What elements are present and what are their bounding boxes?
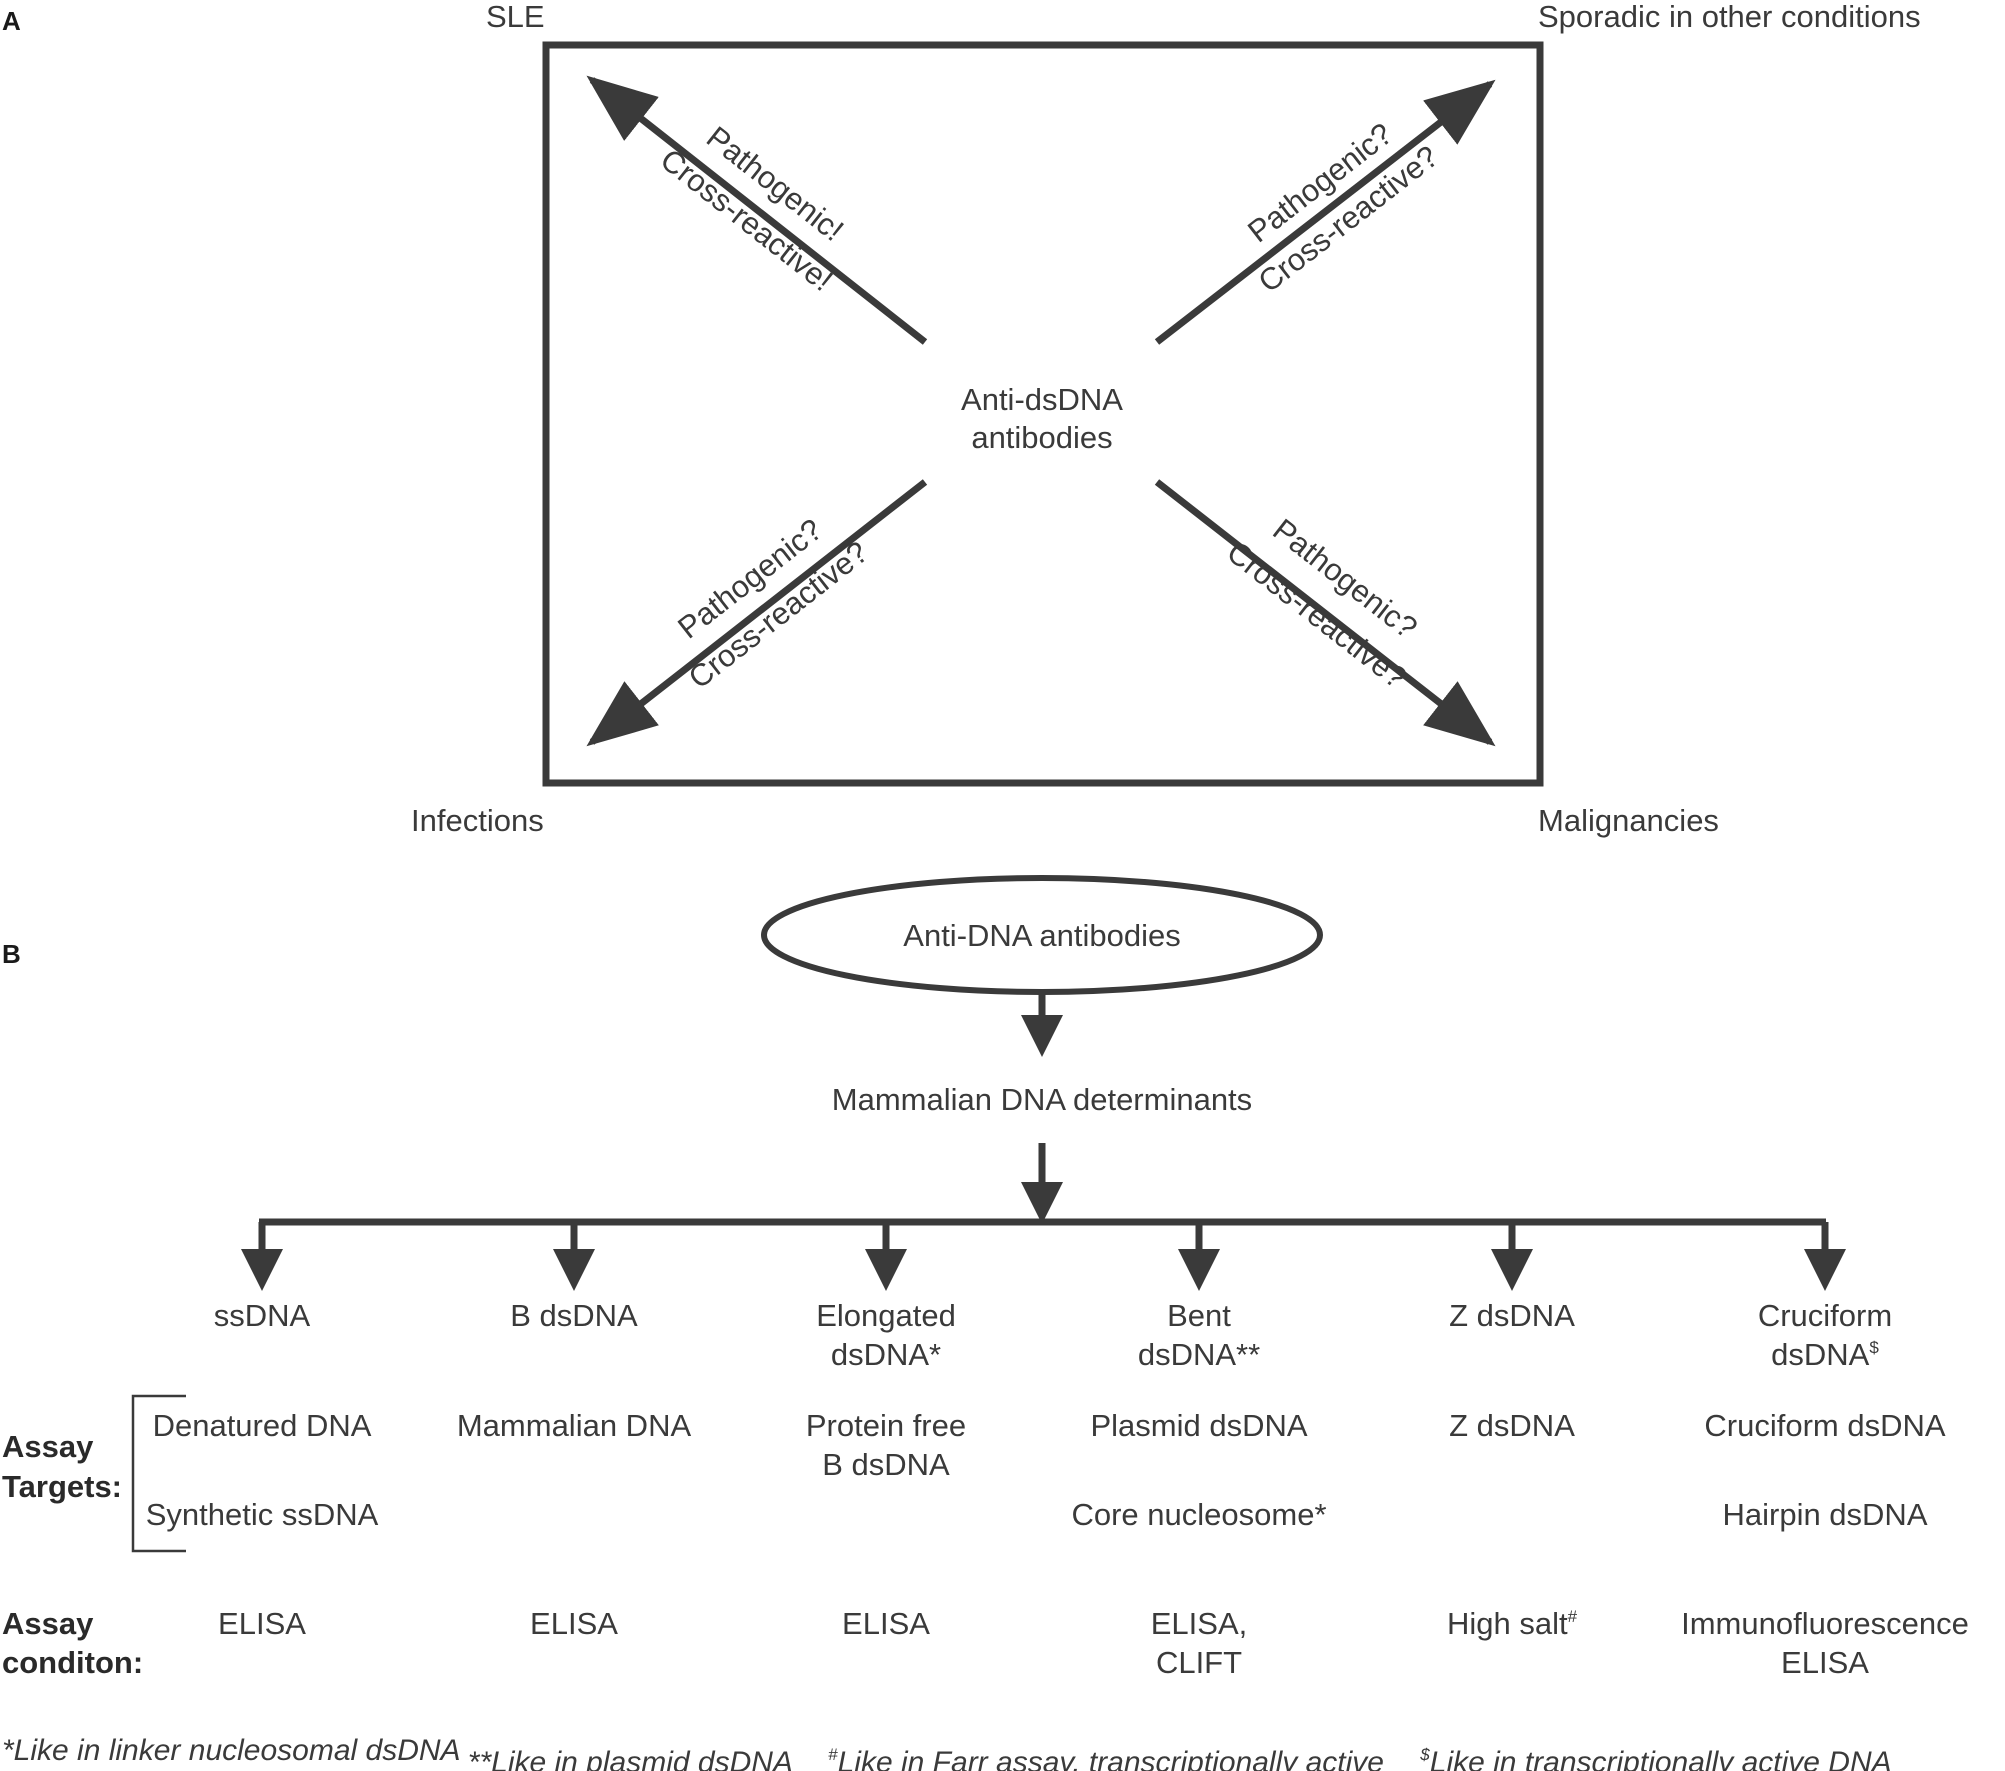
footnotes: *Like in linker nucleosomal dsDNA **Like… [2,1734,1892,1771]
target-primary-ssdna-text: Denatured DNA [153,1408,372,1443]
target-primary-ssdna: Denatured DNA [153,1408,372,1443]
column-title-ssdna: ssDNA [214,1298,311,1333]
footnote-1: *Like in linker nucleosomal dsDNA [2,1734,460,1767]
target-secondary-cruciform-dsdna-text: Hairpin dsDNA [1722,1497,1927,1532]
condition-cruciform-dsdna: Immunofluorescence [1681,1606,1969,1641]
assay-targets-label-line1: Assay [2,1429,94,1464]
column-title-ssdna-text: ssDNA [214,1298,311,1333]
condition-elongated-dsdna: ELISA [842,1606,930,1641]
target-primary-elongated-dsdna-text: Protein free [806,1408,966,1443]
condition2-cruciform-dsdna: ELISA [1781,1645,1869,1680]
column-title-b-dsdna: B dsDNA [510,1298,638,1333]
condition-z-dsdna-sup: # [1568,1607,1578,1626]
condition-b-dsdna-text: ELISA [530,1606,618,1641]
target-primary-z-dsdna-text: Z dsDNA [1449,1408,1575,1443]
column-title2-elongated-dsdna-text: dsDNA* [831,1337,941,1372]
column-title2-bent-dsdna-text: dsDNA** [1138,1337,1260,1372]
condition2-cruciform-dsdna-text: ELISA [1781,1645,1869,1680]
condition-ssdna: ELISA [218,1606,306,1641]
target-primary-b-dsdna-text: Mammalian DNA [457,1408,692,1443]
target-primary-z-dsdna: Z dsDNA [1449,1408,1575,1443]
panel-a-frame [542,41,1544,787]
target-secondary-bent-dsdna: Core nucleosome* [1071,1497,1326,1532]
arrow-label-sle: Pathogenic! Cross-reactive! [654,119,850,298]
root-label: Anti-DNA antibodies [903,918,1180,953]
arrow-to-malignancies [1154,479,1496,747]
assay-targets-label-line2: Targets: [2,1469,122,1504]
condition-bent-dsdna-text: ELISA, [1151,1606,1248,1641]
target-secondary-ssdna: Synthetic ssDNA [146,1497,379,1532]
condition-b-dsdna: ELISA [530,1606,618,1641]
column-title-elongated-dsdna-text: Elongated [816,1298,956,1333]
column-title2-cruciform-dsdna: dsDNA$ [1771,1337,1879,1372]
footnote-4: Like in transcriptionally active DNA [1430,1746,1892,1771]
condition2-bent-dsdna: CLIFT [1156,1645,1242,1680]
assay-condition-label-line1: Assay [2,1606,94,1641]
target-primary-b-dsdna: Mammalian DNA [457,1408,692,1443]
corner-label-sle: SLE [486,0,545,34]
target-secondary-cruciform-dsdna: Hairpin dsDNA [1722,1497,1927,1532]
column-title-b-dsdna-text: B dsDNA [510,1298,638,1333]
target-primary-cruciform-dsdna-text: Cruciform dsDNA [1704,1408,1945,1443]
target-primary-elongated-dsdna: Protein free [806,1408,966,1443]
column-title-bent-dsdna: Bent [1167,1298,1231,1333]
footnote-3-sup: # [828,1745,838,1764]
target-primary2-elongated-dsdna-text: B dsDNA [822,1447,950,1482]
condition2-bent-dsdna-text: CLIFT [1156,1645,1242,1680]
arrow-to-sporadic [1154,79,1496,345]
target-primary-bent-dsdna-text: Plasmid dsDNA [1090,1408,1307,1443]
footnote-4-sup: $ [1419,1745,1430,1764]
assay-targets-bracket [131,1394,186,1553]
center-label-line2: antibodies [971,420,1112,455]
condition-cruciform-dsdna-text: Immunofluorescence [1681,1606,1969,1641]
column-title-bent-dsdna-text: Bent [1167,1298,1231,1333]
corner-label-malignancies: Malignancies [1538,803,1719,838]
condition-z-dsdna-text: High salt [1447,1606,1568,1641]
arrow-label-malignancies: Pathogenic? Cross-reactive? [1220,512,1423,696]
target-secondary-bent-dsdna-text: Core nucleosome* [1071,1497,1326,1532]
corner-label-infections: Infections [411,803,544,838]
column-title-z-dsdna-text: Z dsDNA [1449,1298,1575,1333]
panel-b-label: B [2,939,21,969]
arrow-to-infections [586,479,928,747]
branch-arrows [241,1222,1846,1291]
arrow-label-infections: Pathogenic? Cross-reactive? [671,512,874,696]
condition-bent-dsdna: ELISA, [1151,1606,1248,1641]
columns: ssDNA Denatured DNA Synthetic ssDNA ELISA B … [146,1298,1969,1680]
target-secondary-ssdna-text: Synthetic ssDNA [146,1497,379,1532]
corner-label-sporadic: Sporadic in other conditions [1538,0,1921,34]
assay-condition-label-line2: conditon: [2,1645,143,1680]
condition-z-dsdna: High salt# [1447,1606,1578,1641]
footnote-2: **Like in plasmid dsDNA [468,1746,792,1771]
column-title-cruciform-dsdna: Cruciform [1758,1298,1892,1333]
footnote-3: Like in Farr assay, transcriptionally ac… [838,1746,1384,1771]
target-primary-bent-dsdna: Plasmid dsDNA [1090,1408,1307,1443]
condition-ssdna-text: ELISA [218,1606,306,1641]
arrow-to-sle [586,75,928,345]
panel-a-label: A [2,6,21,36]
condition-elongated-dsdna-text: ELISA [842,1606,930,1641]
target-primary2-elongated-dsdna: B dsDNA [822,1447,950,1482]
center-label-line1: Anti-dsDNA [961,382,1123,417]
column-title2-elongated-dsdna: dsDNA* [831,1337,941,1372]
target-primary-cruciform-dsdna: Cruciform dsDNA [1704,1408,1945,1443]
column-title-z-dsdna: Z dsDNA [1449,1298,1575,1333]
column-title2-bent-dsdna: dsDNA** [1138,1337,1260,1372]
column-title-cruciform-dsdna-text: Cruciform [1758,1298,1892,1333]
column-title2-cruciform-dsdna-text: dsDNA [1771,1337,1870,1372]
determinants-label: Mammalian DNA determinants [832,1082,1252,1117]
column-title2-cruciform-dsdna-sup: $ [1869,1338,1879,1357]
column-title-elongated-dsdna: Elongated [816,1298,956,1333]
